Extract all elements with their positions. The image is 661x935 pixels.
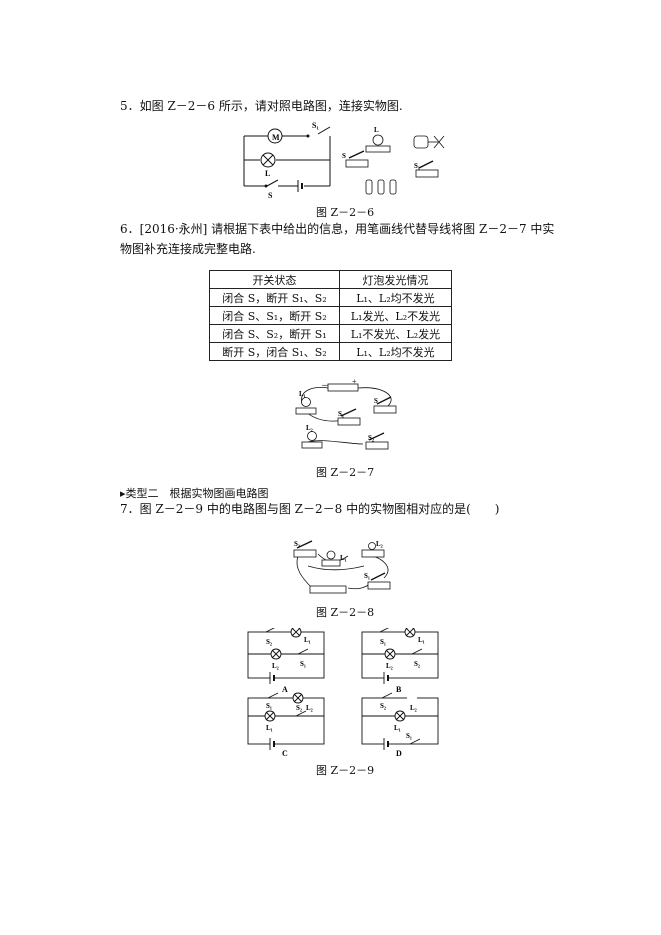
option-c-bottom-lamp-label: L₁: [266, 724, 273, 732]
option-b-bottom-lamp-label: L₂: [386, 662, 393, 670]
table-header: 开关状态: [209, 270, 340, 289]
motor-symbol-icon: [267, 128, 283, 144]
option-d-circuit[interactable]: S₂ L₂ L₁ S₁ D: [358, 692, 444, 758]
question-7-text: 7．图 Z－2－9 中的电路图与图 Z－2－8 中的实物图相对应的是( ): [120, 502, 500, 516]
option-c-top-lamp-label: L₂: [306, 704, 313, 712]
switch-s2-label: S₂: [294, 540, 300, 548]
question-5-text: 5．如图 Z－2－6 所示，请对照电路图，连接实物图.: [120, 99, 403, 113]
option-a-letter[interactable]: A: [282, 685, 288, 694]
table-header-row: 开关状态 灯泡发光情况: [209, 270, 453, 289]
option-a-top-lamp-label: L₁: [304, 636, 311, 644]
bulb-l1-label: L₁: [299, 390, 306, 398]
figure-z-2-8: S₂ L₁ L₂ S₁: [293, 540, 391, 594]
bulb-label: L: [374, 126, 379, 134]
table-row: 闭合 S、S₂，断开 S₁ L₁不发光、L₂发光: [209, 324, 453, 343]
battery-plus-label: +: [352, 378, 357, 386]
switch-s1-label: S₁: [312, 121, 319, 130]
battery-pack-icon: [309, 585, 347, 594]
bulb-l2-icon: [307, 431, 317, 441]
table-row: 断开 S，闭合 S₁、S₂ L₁、L₂均不发光: [209, 342, 453, 361]
switch-s1-label: S₁: [364, 572, 370, 580]
motor-label: M: [272, 133, 280, 142]
bulb-icon: [372, 134, 384, 146]
figure-z-2-9-caption: 图 Z－2－9: [316, 764, 375, 777]
option-d-letter[interactable]: D: [396, 749, 402, 758]
option-a-top-switch-label: S₂: [266, 638, 272, 646]
table-cell: 闭合 S，断开 S₁、S₂: [209, 288, 340, 307]
option-a-circuit[interactable]: S₂ L₁ L₂ S₁ A: [244, 628, 330, 694]
switch-s-label: S: [268, 191, 273, 200]
table-cell: L₁、L₂均不发光: [338, 288, 453, 307]
table-cell: L₁、L₂均不发光: [338, 342, 453, 361]
option-c-bottom-switch-label: S₂: [296, 704, 302, 712]
table-row: 闭合 S，断开 S₁、S₂ L₁、L₂均不发光: [209, 288, 453, 307]
option-c-letter[interactable]: C: [282, 749, 288, 758]
option-b-top-switch-label: S₁: [380, 638, 386, 646]
switch-state-table: 开关状态 灯泡发光情况 闭合 S，断开 S₁、S₂ L₁、L₂均不发光 闭合 S…: [209, 270, 453, 361]
table-cell: 闭合 S、S₂，断开 S₁: [209, 324, 340, 343]
lamp-label: L: [265, 169, 270, 178]
bulb-l1-icon: [326, 550, 336, 560]
option-d-bottom-switch-label: S₁: [406, 732, 412, 740]
bulb-l2-icon: [368, 542, 376, 550]
motor-icon: [413, 135, 429, 149]
battery-icon-3: [389, 179, 397, 195]
option-d-bottom-lamp-label: L₁: [394, 724, 401, 732]
switch-s2-label: S₂: [368, 434, 374, 442]
physical-switch-s-label: S: [342, 152, 346, 160]
battery-minus-label: －: [321, 381, 329, 390]
section-title: ▸类型二 根据实物图画电路图: [120, 487, 269, 500]
table-cell: L₁不发光、L₂发光: [338, 324, 453, 343]
option-a-bottom-switch-label: S₁: [300, 660, 306, 668]
option-d-top-switch-label: S₂: [380, 702, 386, 710]
option-a-bottom-lamp-label: L₂: [272, 662, 279, 670]
battery-pack-icon: [327, 383, 359, 392]
table-header: 灯泡发光情况: [338, 270, 453, 289]
bulb-l1-label: L₁: [340, 554, 347, 562]
option-b-circuit[interactable]: S₁ L₁ L₂ S₂ B: [358, 628, 444, 694]
figure-z-2-8-caption: 图 Z－2－8: [316, 606, 375, 619]
figure-z-2-7: － + L₁ S₁ S L₂ S₂: [295, 378, 397, 450]
figure-z-2-6: M S₁ L S L S S₁: [243, 121, 445, 200]
table-cell: L₁发光、L₂不发光: [338, 306, 453, 325]
table-cell: 断开 S，闭合 S₁、S₂: [209, 342, 340, 361]
bulb-l2-label: L₂: [376, 540, 383, 548]
option-b-bottom-switch-label: S₂: [414, 660, 420, 668]
option-d-top-lamp-label: L₂: [410, 704, 417, 712]
option-c-top-switch-label: S₁: [266, 702, 272, 710]
physical-switch-s1-label: S₁: [414, 162, 420, 170]
option-b-top-lamp-label: L₁: [418, 636, 425, 644]
option-b-letter[interactable]: B: [396, 685, 402, 694]
table-row: 闭合 S、S₁，断开 S₂ L₁发光、L₂不发光: [209, 306, 453, 325]
figure-z-2-6-caption: 图 Z－2－6: [316, 206, 375, 219]
bulb-l2-label: L₂: [306, 424, 313, 432]
table-cell: 闭合 S、S₁，断开 S₂: [209, 306, 340, 325]
figure-z-2-7-caption: 图 Z－2－7: [316, 466, 375, 479]
question-6-text: 6．[2016·永州] 请根据下表中给出的信息，用笔画线代替导线将图 Z－2－7…: [120, 222, 555, 256]
battery-icon-1: [365, 179, 373, 195]
switch-s1-label: S₁: [338, 410, 344, 418]
bulb-l1-icon: [301, 397, 311, 407]
battery-icon-2: [377, 179, 385, 195]
switch-s-label: S: [374, 397, 378, 405]
option-c-circuit[interactable]: S₁ L₂ L₁ S₂ C: [244, 692, 330, 758]
lamp-symbol-icon: [260, 152, 276, 168]
